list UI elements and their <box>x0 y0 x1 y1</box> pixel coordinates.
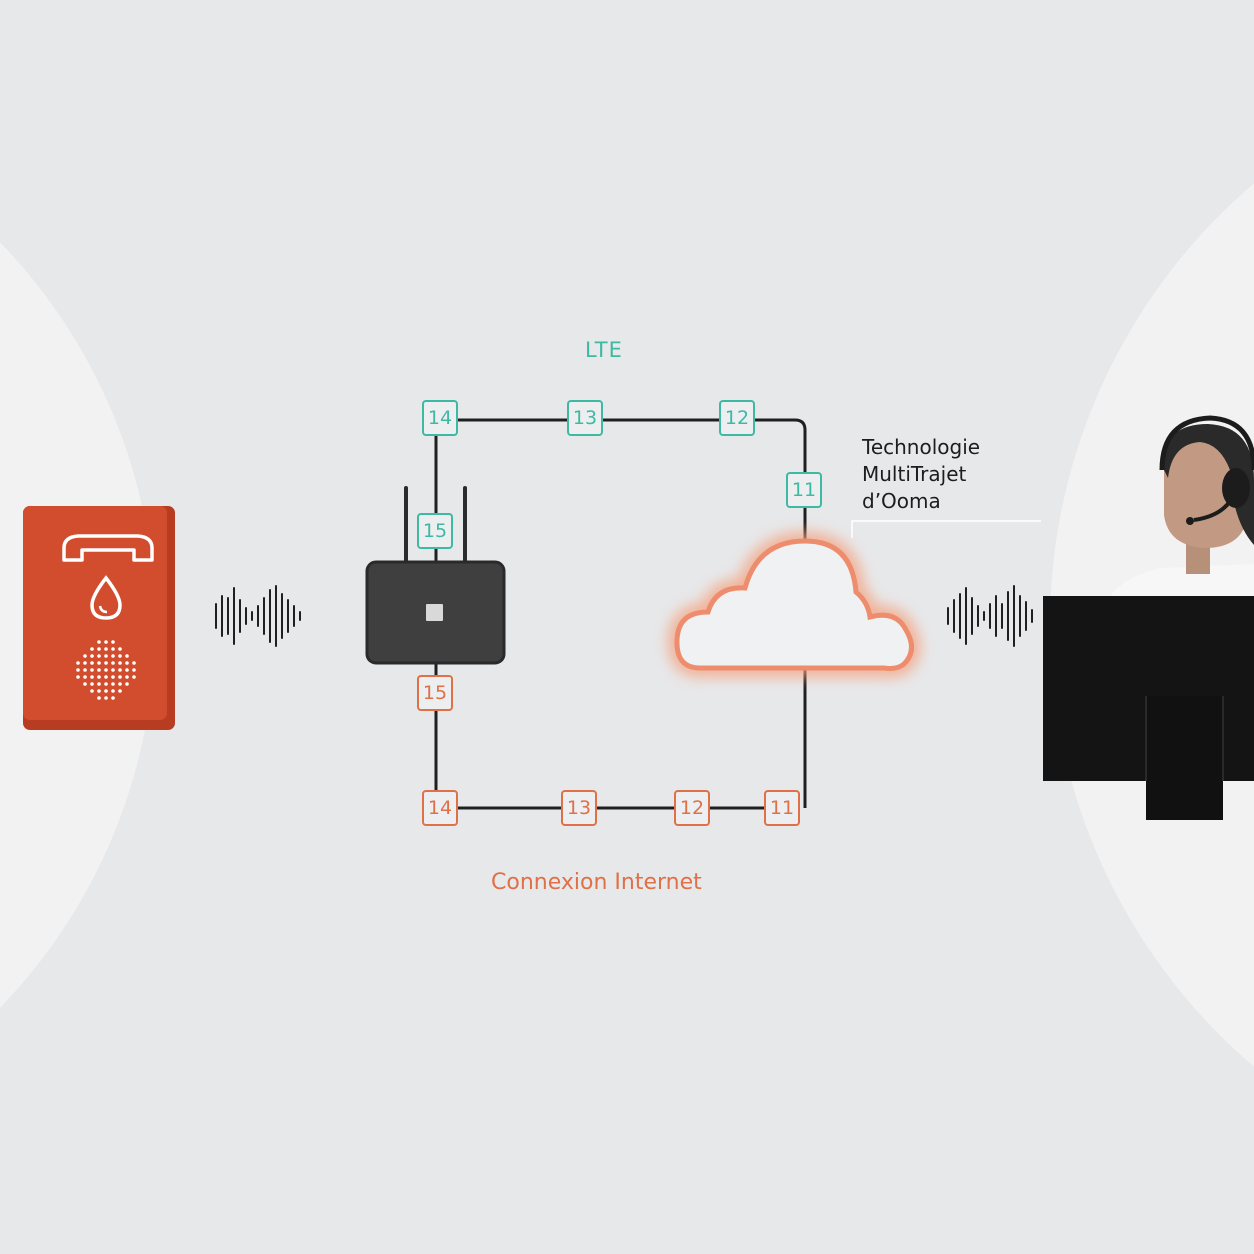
grille-dot <box>90 654 94 658</box>
grille-dot <box>104 654 108 658</box>
grille-dot <box>104 640 108 644</box>
lte-node: 15 <box>417 513 453 549</box>
lte-label: LTE <box>585 338 623 362</box>
router <box>365 486 506 665</box>
grille-dot <box>111 647 115 651</box>
grille-dot <box>97 696 101 700</box>
grille-dot <box>90 675 94 679</box>
grille-dot <box>104 647 108 651</box>
grille-dot <box>97 647 101 651</box>
lte-node: 14 <box>422 400 458 436</box>
internet-node: 13 <box>561 790 597 826</box>
grille-dot <box>97 661 101 665</box>
grille-dot <box>97 654 101 658</box>
grille-dot <box>83 668 87 672</box>
lte-node: 13 <box>567 400 603 436</box>
grille-dot <box>83 654 87 658</box>
grille-dot <box>104 696 108 700</box>
phone-handset-icon <box>62 534 154 562</box>
grille-dot <box>132 661 136 665</box>
technology-label-line-3: d’Ooma <box>862 489 941 513</box>
grille-dot <box>125 675 129 679</box>
lte-node: 11 <box>786 472 822 508</box>
grille-dot <box>111 689 115 693</box>
grille-dot <box>97 682 101 686</box>
internet-node: 15 <box>417 675 453 711</box>
grille-dot <box>104 682 108 686</box>
grille-dot <box>111 654 115 658</box>
grille-dot <box>76 661 80 665</box>
grille-dot <box>125 682 129 686</box>
grille-dot <box>97 689 101 693</box>
grille-dot <box>118 689 122 693</box>
grille-dot <box>90 668 94 672</box>
sound-wave-right <box>947 585 1033 647</box>
grille-dot <box>132 668 136 672</box>
internet-path <box>434 660 807 810</box>
grille-dot <box>83 661 87 665</box>
grille-dot <box>104 675 108 679</box>
grille-dot <box>104 689 108 693</box>
grille-dot <box>118 661 122 665</box>
grille-dot <box>83 675 87 679</box>
grille-dot <box>76 668 80 672</box>
internet-node: 14 <box>422 790 458 826</box>
grille-dot <box>90 689 94 693</box>
grille-dot <box>104 668 108 672</box>
speaker-grille-icon <box>76 640 136 700</box>
sound-wave-left <box>215 585 301 647</box>
grille-dot <box>104 661 108 665</box>
cloud-icon <box>668 531 921 678</box>
grille-dot <box>97 668 101 672</box>
internet-node: 12 <box>674 790 710 826</box>
grille-dot <box>118 654 122 658</box>
grille-dot <box>118 675 122 679</box>
grille-dot <box>90 682 94 686</box>
grille-dot <box>97 675 101 679</box>
technology-label-line-2: MultiTrajet <box>862 462 967 486</box>
grille-dot <box>97 640 101 644</box>
grille-dot <box>76 675 80 679</box>
grille-dot <box>90 661 94 665</box>
grille-dot <box>125 654 129 658</box>
grille-dot <box>111 696 115 700</box>
grille-dot <box>111 675 115 679</box>
lte-path <box>434 418 807 565</box>
grille-dot <box>111 661 115 665</box>
monitor <box>1043 596 1254 820</box>
multipath-technology-label: Technologie MultiTrajet d’Ooma <box>862 434 980 515</box>
water-drop-icon <box>90 575 122 620</box>
grille-dot <box>111 668 115 672</box>
internet-connection-label: Connexion Internet <box>491 870 702 895</box>
grille-dot <box>90 647 94 651</box>
grille-dot <box>125 661 129 665</box>
grille-dot <box>132 675 136 679</box>
grille-dot <box>125 668 129 672</box>
lte-node: 12 <box>719 400 755 436</box>
grille-dot <box>111 682 115 686</box>
emergency-device <box>23 506 175 730</box>
grille-dot <box>118 647 122 651</box>
grille-dot <box>118 668 122 672</box>
grille-dot <box>118 682 122 686</box>
technology-pointer-line <box>851 520 1041 538</box>
internet-node: 11 <box>764 790 800 826</box>
grille-dot <box>111 640 115 644</box>
grille-dot <box>83 682 87 686</box>
technology-label-line-1: Technologie <box>862 435 981 459</box>
